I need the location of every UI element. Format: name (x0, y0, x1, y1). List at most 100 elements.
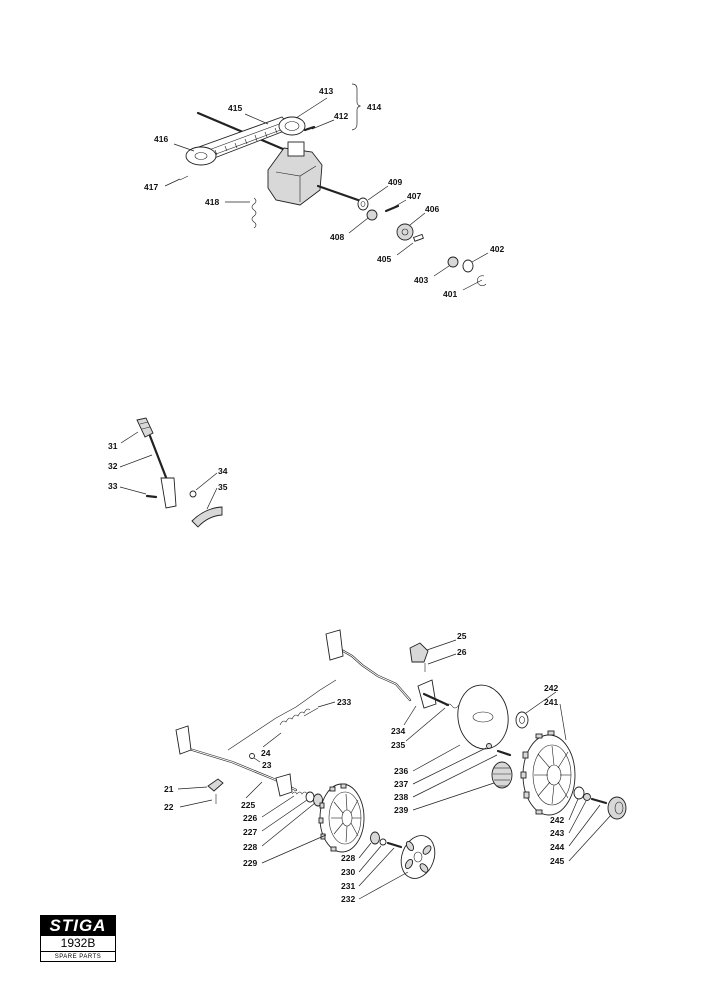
cover-disc-236 (457, 684, 509, 750)
pin-417 (179, 175, 189, 181)
diagram-code: 1932B (41, 936, 115, 952)
pin-407 (384, 204, 400, 213)
label-408: 408 (330, 232, 344, 242)
label-418: 418 (205, 197, 219, 207)
bushing-406 (396, 223, 414, 241)
spring-418 (251, 197, 257, 229)
label-32: 32 (108, 461, 118, 471)
spring-226 (291, 791, 308, 795)
gearbox-body (267, 147, 323, 206)
label-229: 229 (243, 858, 257, 868)
top-leader-lines (164, 97, 489, 291)
screw-34 (189, 490, 197, 498)
label-412: 412 (334, 111, 348, 121)
washer-242-bottom (573, 786, 585, 800)
rear-bracket-right (417, 679, 437, 709)
gearbox-assembly (179, 111, 487, 286)
rear-axle-234-highlight (331, 635, 411, 701)
mid-leader-lines (119, 431, 218, 510)
spring-24 (279, 708, 311, 726)
washer-402 (462, 259, 474, 273)
label-407: 407 (407, 191, 421, 201)
cable-233 (227, 679, 337, 751)
label-31: 31 (108, 441, 118, 451)
label-35: 35 (218, 482, 228, 492)
chain-link-marks (214, 127, 278, 156)
washer-228-bottom (370, 831, 380, 845)
label-231: 231 (341, 881, 355, 891)
label-25: 25 (457, 631, 467, 641)
label-242-top: 242 (544, 683, 558, 693)
stiga-logo-box: STIGA 1932B SPARE PARTS (40, 915, 116, 962)
label-230: 230 (341, 867, 355, 877)
label-232: 232 (341, 894, 355, 904)
hubcap-245 (607, 796, 627, 820)
gearbox-top-boss (287, 141, 305, 157)
washer-227 (305, 791, 315, 803)
mid-part-labels: 31 32 33 34 35 (108, 441, 228, 492)
washer-243 (583, 793, 591, 801)
label-225: 225 (241, 800, 255, 810)
label-234: 234 (391, 726, 405, 736)
washer-408 (366, 209, 378, 221)
chain-links (205, 122, 287, 158)
bolt-244 (590, 797, 608, 805)
gear-239 (491, 761, 513, 789)
screw-33 (145, 494, 158, 499)
label-227: 227 (243, 827, 257, 837)
pin-412 (303, 125, 316, 132)
label-237: 237 (394, 779, 408, 789)
bolt-231 (386, 841, 403, 849)
washer-230 (379, 838, 387, 846)
label-245: 245 (550, 856, 564, 866)
label-243: 243 (550, 828, 564, 838)
label-22: 22 (164, 802, 174, 812)
label-239: 239 (394, 805, 408, 815)
label-409: 409 (388, 177, 402, 187)
label-233: 233 (337, 697, 351, 707)
label-21: 21 (164, 784, 174, 794)
sprocket-413 (278, 116, 306, 136)
lever-grip-31 (136, 417, 154, 438)
front-wheel-229 (318, 783, 365, 853)
label-23: 23 (262, 760, 272, 770)
gearbox-output-shaft (316, 184, 360, 202)
front-bracket-right (275, 773, 293, 797)
top-part-labels: 413 415 414 412 416 417 418 409 407 408 … (144, 86, 504, 299)
washer-242-top (515, 711, 529, 729)
label-403: 403 (414, 275, 428, 285)
label-34: 34 (218, 466, 228, 476)
hubcap-232 (400, 835, 436, 879)
nut-237 (486, 743, 492, 749)
brand-logo: STIGA (41, 916, 115, 936)
washer-409 (357, 197, 369, 211)
washer-403 (447, 256, 459, 268)
label-417: 417 (144, 182, 158, 192)
bolt-238 (496, 749, 512, 757)
label-414: 414 (367, 102, 381, 112)
sprocket-416 (185, 146, 217, 166)
wheel-assembly (175, 629, 627, 879)
label-416: 416 (154, 134, 168, 144)
label-228-top: 228 (243, 842, 257, 852)
label-405: 405 (377, 254, 391, 264)
label-236: 236 (394, 766, 408, 776)
label-33: 33 (108, 481, 118, 491)
label-402: 402 (490, 244, 504, 254)
label-244: 244 (550, 842, 564, 852)
height-lever-assembly (136, 417, 223, 528)
knob-25 (409, 642, 429, 663)
clip-21 (207, 778, 224, 792)
key-405 (412, 233, 424, 242)
front-bracket (175, 725, 192, 755)
circlip-401 (476, 275, 487, 286)
spare-parts-caption: SPARE PARTS (54, 954, 102, 960)
part-23 (249, 753, 255, 759)
segment-35 (191, 506, 223, 528)
label-226: 226 (243, 813, 257, 823)
rear-axle-234 (330, 634, 412, 702)
bottom-part-labels: 25 26 233 242 241 234 235 24 23 21 225 2… (164, 631, 564, 904)
label-238: 238 (394, 792, 408, 802)
label-24: 24 (261, 748, 271, 758)
